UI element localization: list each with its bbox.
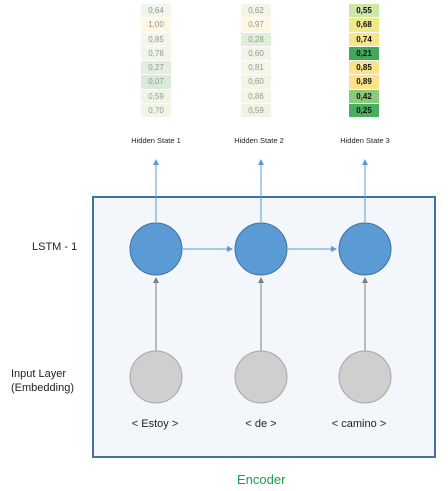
hs3-cell: 0,89 xyxy=(349,75,379,90)
hidden-state-2-label: Hidden State 2 xyxy=(234,136,284,145)
input-node-2 xyxy=(234,350,288,404)
hs3-cell: 0,85 xyxy=(349,61,379,76)
hs3-cell: 0,25 xyxy=(349,104,379,119)
hs2-cell: 0,81 xyxy=(241,61,271,76)
hs1-cell: 0,07 xyxy=(141,75,171,90)
hs3-cell: 0,68 xyxy=(349,18,379,33)
hs1-cell: 0,85 xyxy=(141,32,171,47)
hs1-cell: 1,00 xyxy=(141,18,171,33)
input-node-1 xyxy=(129,350,183,404)
hidden-state-3-label: Hidden State 3 xyxy=(340,136,390,145)
lstm-node-1 xyxy=(129,222,183,276)
hs1-cell: 0,59 xyxy=(141,89,171,105)
hs2-cell: 0,97 xyxy=(241,18,271,33)
token-2: < de > xyxy=(245,418,277,430)
hs1-cell: 0,78 xyxy=(141,46,171,62)
input-layer-label: Input Layer (Embedding) xyxy=(11,367,74,395)
lstm-node-3 xyxy=(338,222,392,276)
hs1-cell: 0,70 xyxy=(141,104,171,119)
token-3: < camino > xyxy=(331,418,387,430)
hs2-cell: 0,60 xyxy=(241,46,271,62)
hs1-cell: 0,27 xyxy=(141,61,171,76)
hs2-cell: 0,62 xyxy=(241,4,271,19)
hs2-cell: 0,28 xyxy=(241,32,271,47)
input-layer-label-line2: (Embedding) xyxy=(11,382,74,394)
hidden-state-1-vector: 0,64 1,00 0,85 0,78 0,27 0,07 0,59 0,70 xyxy=(141,4,171,119)
hidden-state-3-vector: 0,55 0,68 0,74 0,21 0,85 0,89 0,42 0,25 xyxy=(349,4,379,119)
hidden-state-1-label: Hidden State 1 xyxy=(131,136,181,145)
hs3-cell: 0,55 xyxy=(349,4,379,19)
hs2-cell: 0,59 xyxy=(241,104,271,119)
encoder-title: Encoder xyxy=(237,472,286,487)
hs2-cell: 0,60 xyxy=(241,75,271,90)
token-1: < Estoy > xyxy=(131,418,179,430)
lstm-node-2 xyxy=(234,222,288,276)
hs2-cell: 0,86 xyxy=(241,89,271,105)
hidden-state-2-vector: 0,62 0,97 0,28 0,60 0,81 0,60 0,86 0,59 xyxy=(241,4,271,119)
hs3-cell: 0,21 xyxy=(349,46,379,62)
hs3-cell: 0,74 xyxy=(349,32,379,47)
lstm-layer-label: LSTM - 1 xyxy=(32,241,78,253)
hs3-cell: 0,42 xyxy=(349,89,379,105)
input-layer-label-line1: Input Layer xyxy=(11,368,67,380)
input-node-3 xyxy=(338,350,392,404)
hs1-cell: 0,64 xyxy=(141,4,171,19)
